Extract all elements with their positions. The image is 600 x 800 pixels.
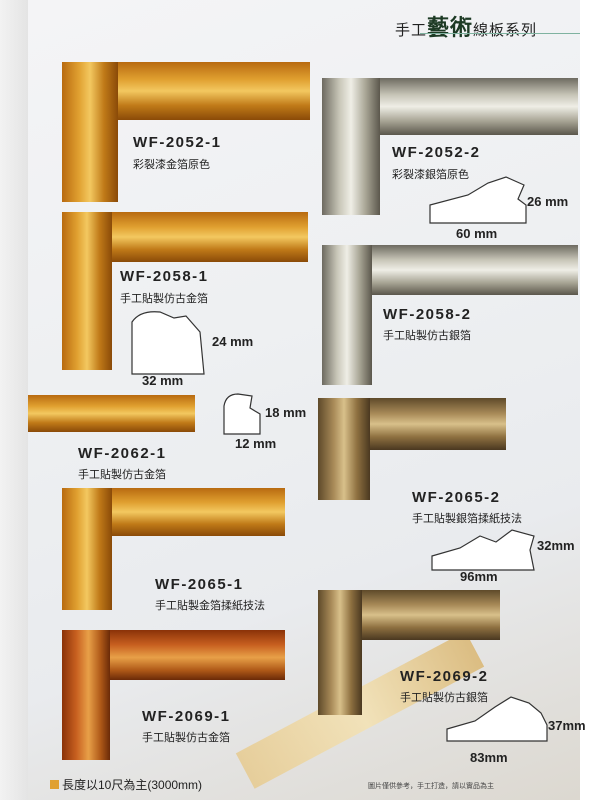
profile-wf-2069-2 <box>446 696 548 742</box>
title-prefix: 手工 <box>395 22 428 39</box>
dimension-width: 12 mm <box>235 436 277 451</box>
length-note: 長度以10尺為主(3000mm) <box>50 776 202 793</box>
product-desc: 手工貼製仿古金箔 <box>78 469 166 481</box>
dimension-height: 32mm <box>537 538 575 553</box>
frame-wf-2069-1-side <box>62 630 110 760</box>
product-desc: 手工貼製仿古金箔 <box>120 293 208 305</box>
dimension-width: 96mm <box>460 569 498 584</box>
frame-wf-2052-2-side <box>322 78 380 215</box>
product-desc: 手工貼製仿古金箔 <box>142 732 230 744</box>
profile-wf-2058-1 <box>131 311 205 375</box>
product-code: WF-2069-2 <box>400 668 489 685</box>
bullet-square-icon <box>50 780 59 789</box>
product-code: WF-2062-1 <box>78 445 167 462</box>
product-desc: 手工貼製仿古銀箔 <box>400 692 488 704</box>
frame-wf-2065-2-side <box>318 398 370 500</box>
series-title: 手工藝術線板系列 <box>395 10 537 42</box>
product-code: WF-2065-2 <box>412 489 501 506</box>
frame-wf-2058-2-side <box>322 245 372 385</box>
profile-wf-2062-1 <box>223 393 261 435</box>
product-desc: 手工貼製仿古銀箔 <box>383 330 471 342</box>
product-desc: 彩裂漆金箔原色 <box>133 159 210 171</box>
product-code: WF-2052-1 <box>133 134 222 151</box>
title-suffix: 線板系列 <box>473 22 538 39</box>
product-code: WF-2069-1 <box>142 708 231 725</box>
disclaimer: 圖片僅供參考，手工打造，請以實品為主 <box>368 783 494 790</box>
product-desc: 手工貼製金箔揉紙技法 <box>155 600 265 612</box>
dimension-height: 18 mm <box>265 405 307 420</box>
dimension-width: 83mm <box>470 750 508 765</box>
frame-wf-2065-1-side <box>62 488 112 610</box>
frame-wf-2062-1 <box>28 395 195 432</box>
product-desc: 彩裂漆銀箔原色 <box>392 169 469 181</box>
dimension-height: 24 mm <box>212 334 254 349</box>
header-rule <box>420 33 580 34</box>
dimension-height: 37mm <box>548 718 586 733</box>
profile-wf-2052-2 <box>429 176 527 224</box>
length-note-text: 長度以10尺為主(3000mm) <box>62 778 203 792</box>
product-code: WF-2058-1 <box>120 268 209 285</box>
product-code: WF-2058-2 <box>383 306 472 323</box>
profile-wf-2065-2 <box>431 529 535 571</box>
frame-wf-2069-2-side <box>318 590 362 715</box>
page-edge <box>0 0 28 800</box>
frame-wf-2058-1-side <box>62 212 112 370</box>
product-desc: 手工貼製銀箔揉紙技法 <box>412 513 522 525</box>
product-code: WF-2065-1 <box>155 576 244 593</box>
product-code: WF-2052-2 <box>392 144 481 161</box>
dimension-height: 26 mm <box>527 194 569 209</box>
title-art: 藝術 <box>427 15 474 41</box>
frame-wf-2052-1-side <box>62 62 118 202</box>
dimension-width: 60 mm <box>456 226 498 241</box>
dimension-width: 32 mm <box>142 373 184 388</box>
